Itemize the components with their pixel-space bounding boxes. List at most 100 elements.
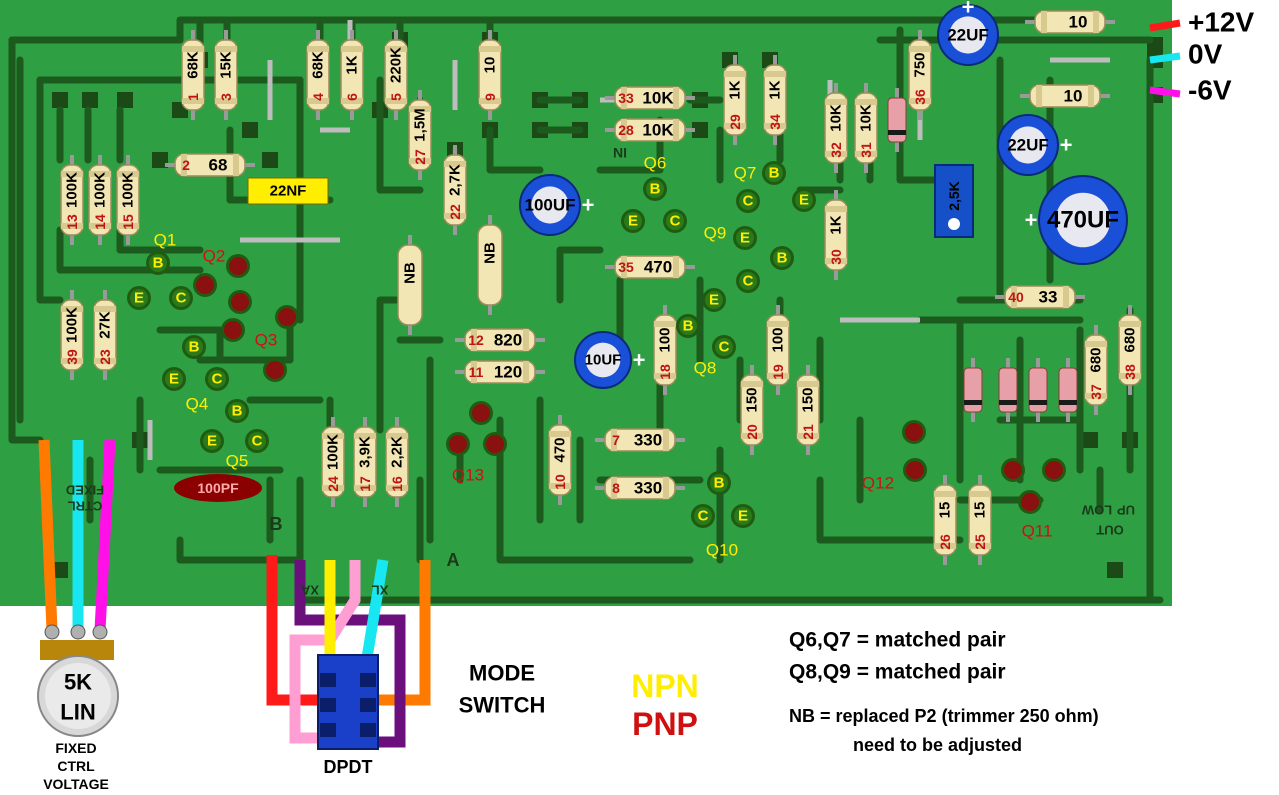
diode [998, 358, 1018, 422]
resistor-value: 68K [185, 51, 202, 79]
resistor-value: 15 [972, 502, 989, 519]
pin-letter: C [212, 371, 223, 388]
pin-letter: C [743, 273, 754, 290]
resistor-number: 1 [185, 93, 201, 101]
pin-letter: E [740, 230, 750, 247]
diode [887, 88, 907, 152]
resistor-value: 330 [634, 479, 662, 498]
resistor-number: 4 [310, 93, 326, 101]
resistor-value: 33 [1039, 288, 1058, 307]
capacitor-470uf: 470UF+ [1025, 175, 1128, 265]
solder-pad [52, 562, 68, 578]
resistor-number: 32 [828, 142, 844, 158]
resistor-number: 38 [1122, 364, 1138, 380]
resistor-number: 26 [937, 534, 953, 550]
resistor-number: 39 [64, 349, 80, 365]
resistor-number: 12 [468, 332, 484, 348]
capacitor-22uf-right: 22UF + [997, 114, 1073, 176]
pin-letter: B [232, 403, 243, 420]
solder-pad [82, 92, 98, 108]
transistor-pad- [193, 273, 217, 297]
pot-caption-2: VOLTAGE [43, 776, 109, 792]
transistor-pad-e: E [733, 226, 757, 250]
transistor-label-q9: Q9 [704, 224, 727, 243]
resistor-39: 100K 39 [60, 290, 84, 380]
transistor-pad-b: B [225, 399, 249, 423]
copper-trace [8, 36, 44, 444]
pin-letter: B [714, 475, 725, 492]
transistor-pad- [469, 401, 493, 425]
copper-trace [376, 296, 404, 434]
transistor-pad-b: B [770, 246, 794, 270]
resistor-value: 100K [64, 307, 81, 343]
trimmer-2-5k: 2,5K [934, 164, 974, 238]
cap-value: 22NF [270, 183, 307, 200]
pin-letter: E [134, 290, 144, 307]
resistor-number: 15 [120, 214, 136, 230]
note-1: Q8,Q9 = matched pair [789, 661, 1006, 684]
cap-plus-sign: + [633, 348, 646, 373]
transistor-pad-c: C [712, 335, 736, 359]
legend-pnp: PNP [632, 706, 698, 742]
copper-trace [816, 476, 964, 544]
transistor-pad- [902, 420, 926, 444]
resistor-number: 17 [357, 476, 373, 492]
resistor-value: 150 [744, 387, 761, 412]
board-mark-out: OUT [1096, 523, 1124, 538]
resistor-40: 33 40 [995, 285, 1085, 309]
note-2: NB = replaced P2 (trimmer 250 ohm) [789, 706, 1099, 726]
resistor-value: 150 [800, 387, 817, 412]
resistor-number: 13 [64, 214, 80, 230]
copper-trace [116, 226, 204, 254]
resistor: 10 [1025, 10, 1115, 34]
resistor-number: 27 [412, 149, 428, 165]
pin-letter: E [207, 433, 217, 450]
pin-letter: B [153, 255, 164, 272]
cap-value: 470UF [1047, 207, 1119, 234]
transistor-label-q8: Q8 [694, 359, 717, 378]
transistor-pad- [483, 432, 507, 456]
transistor-pad- [226, 254, 250, 278]
resistor-number: 40 [1008, 289, 1024, 305]
solder-pad [262, 152, 278, 168]
resistor-value: 470 [644, 258, 672, 277]
resistor: 10 [1020, 84, 1110, 108]
transistor-label-q3: Q3 [255, 331, 278, 350]
transistor-pad- [446, 432, 470, 456]
nb-resistor: NB [397, 235, 423, 335]
resistor-number: 11 [469, 364, 484, 380]
pot-value-line1: 5K [64, 670, 92, 695]
capacitor-100uf: 100UF+ [519, 174, 594, 236]
resistor-value: 820 [494, 331, 522, 350]
switch-wire-orange [370, 560, 431, 706]
resistor-number: 3 [218, 93, 234, 101]
resistor-value: 100 [657, 327, 674, 352]
transistor-pad-b: B [762, 161, 786, 185]
resistor-number: 36 [912, 89, 928, 105]
transistor-label-q10: Q10 [706, 541, 738, 560]
cap-value: 22UF [1007, 136, 1049, 155]
diode [1058, 358, 1078, 422]
resistor-value: 10 [1069, 13, 1088, 32]
resistor-value: 27K [97, 311, 114, 339]
pot-value-line2: LIN [60, 700, 95, 725]
resistor-value: 10K [642, 89, 674, 108]
transistor-pad- [1042, 458, 1066, 482]
cap-plus-sign: + [1060, 133, 1073, 158]
solder-pad [1082, 432, 1098, 448]
transistor-label-q11: Q11 [1022, 522, 1053, 541]
